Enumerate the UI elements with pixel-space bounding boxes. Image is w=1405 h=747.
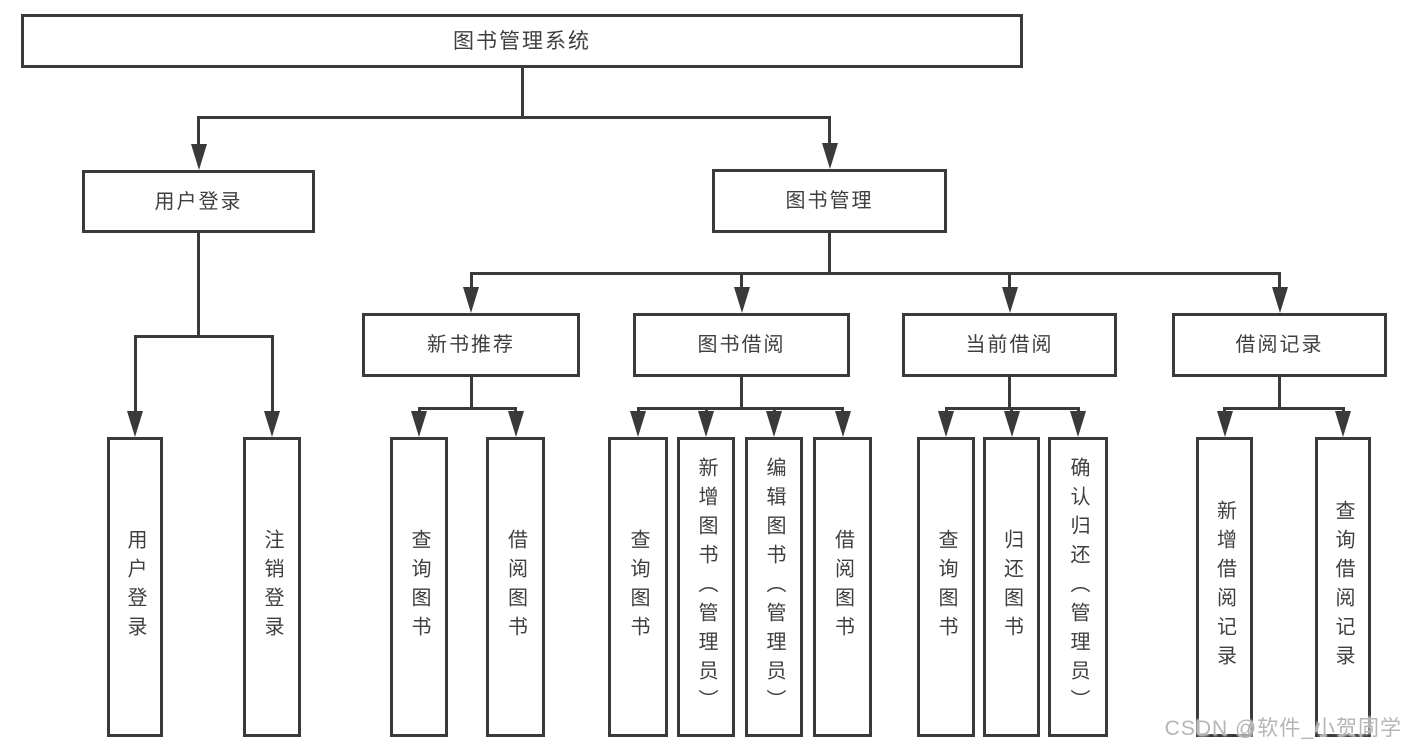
connector-rail	[1223, 407, 1345, 410]
node-current-confirm-return-admin: 确认归还（管理员）	[1048, 437, 1108, 737]
node-current-return-books: 归还图书	[983, 437, 1040, 737]
node-user-login-leaf: 用户登录	[107, 437, 163, 737]
node-borrow-add-books-admin: 新增图书（管理员）	[677, 437, 735, 737]
node-label: 借阅图书	[831, 529, 854, 645]
connector-stem	[740, 377, 743, 410]
connector-drop	[270, 338, 274, 413]
connector-stem	[520, 68, 524, 119]
node-borrow-borrow-books: 借阅图书	[813, 437, 872, 737]
arrow-down-icon	[821, 143, 838, 169]
node-label: 图书借阅	[697, 334, 786, 356]
node-records-add-record: 新增借阅记录	[1196, 437, 1253, 737]
node-system: 图书管理系统	[21, 14, 1023, 68]
node-label: 图书管理	[785, 190, 874, 212]
arrow-down-icon	[766, 411, 782, 437]
watermark: CSDN @软件_小贺同学	[1164, 717, 1402, 740]
node-label: 查询图书	[408, 529, 430, 645]
node-label: 查询图书	[627, 529, 649, 645]
connector-drop	[1278, 275, 1281, 289]
node-label: 新增借阅记录	[1213, 500, 1236, 674]
connector-rail	[469, 272, 1281, 275]
node-label: 注销登录	[261, 529, 283, 645]
arrow-down-icon	[1216, 411, 1233, 437]
arrow-down-icon	[938, 411, 954, 437]
connector-stem	[197, 233, 200, 338]
connector-rail	[197, 116, 831, 119]
arrow-down-icon	[507, 411, 524, 437]
connector-rail	[944, 407, 1080, 410]
connector-drop	[1008, 275, 1011, 289]
connector-rail	[417, 407, 517, 410]
node-label: 查询图书	[935, 529, 957, 645]
node-recommend-query-books: 查询图书	[390, 437, 448, 737]
arrow-down-icon	[1335, 411, 1351, 437]
node-label: 查询借阅记录	[1332, 500, 1354, 674]
connector-stem	[1008, 377, 1011, 410]
node-new-book-recommend: 新书推荐	[362, 313, 580, 377]
node-label: 新书推荐	[427, 334, 515, 356]
connector-rail	[133, 335, 274, 338]
arrow-down-icon	[630, 411, 646, 437]
node-recommend-borrow-books: 借阅图书	[486, 437, 545, 737]
node-label: 用户登录	[124, 529, 146, 645]
connector-stem	[1278, 377, 1281, 410]
node-records-query-record: 查询借阅记录	[1315, 437, 1371, 737]
arrow-down-icon	[463, 287, 479, 313]
arrow-down-icon	[834, 411, 851, 437]
node-label: 借阅记录	[1235, 334, 1324, 356]
arrow-down-icon	[190, 144, 207, 170]
arrow-down-icon	[1001, 287, 1018, 313]
arrow-down-icon	[1271, 287, 1288, 313]
node-borrow-records: 借阅记录	[1172, 313, 1387, 377]
node-borrow-query-books: 查询图书	[608, 437, 668, 737]
node-current-borrow: 当前借阅	[902, 313, 1117, 377]
arrow-down-icon	[127, 411, 143, 437]
connector-stem	[469, 377, 473, 410]
node-label: 图书管理系统	[453, 29, 591, 53]
arrow-down-icon	[698, 411, 714, 437]
node-label: 借阅图书	[504, 529, 527, 645]
node-label: 当前借阅	[965, 334, 1054, 356]
connector-drop	[828, 119, 831, 145]
arrow-down-icon	[1003, 411, 1020, 437]
connector-drop	[740, 275, 743, 289]
node-current-query-books: 查询图书	[917, 437, 975, 737]
arrow-down-icon	[411, 411, 427, 437]
connector-drop	[469, 275, 473, 289]
connector-drop	[197, 119, 200, 146]
arrow-down-icon	[264, 411, 280, 437]
arrow-down-icon	[733, 287, 750, 313]
node-label: 归还图书	[1000, 529, 1023, 645]
arrow-down-icon	[1070, 411, 1086, 437]
node-label: 编辑图书（管理员）	[763, 456, 785, 718]
connector-stem	[828, 233, 831, 275]
connector-rail	[636, 407, 844, 410]
node-logout-leaf: 注销登录	[243, 437, 301, 737]
node-user-login-branch: 用户登录	[82, 170, 315, 233]
node-borrow-edit-books-admin: 编辑图书（管理员）	[745, 437, 803, 737]
node-label: 确认归还（管理员）	[1067, 456, 1089, 718]
node-book-management-branch: 图书管理	[712, 169, 947, 233]
node-book-borrow: 图书借阅	[633, 313, 850, 377]
node-label: 用户登录	[154, 190, 243, 213]
connector-drop	[133, 338, 137, 413]
node-label: 新增图书（管理员）	[695, 456, 717, 718]
